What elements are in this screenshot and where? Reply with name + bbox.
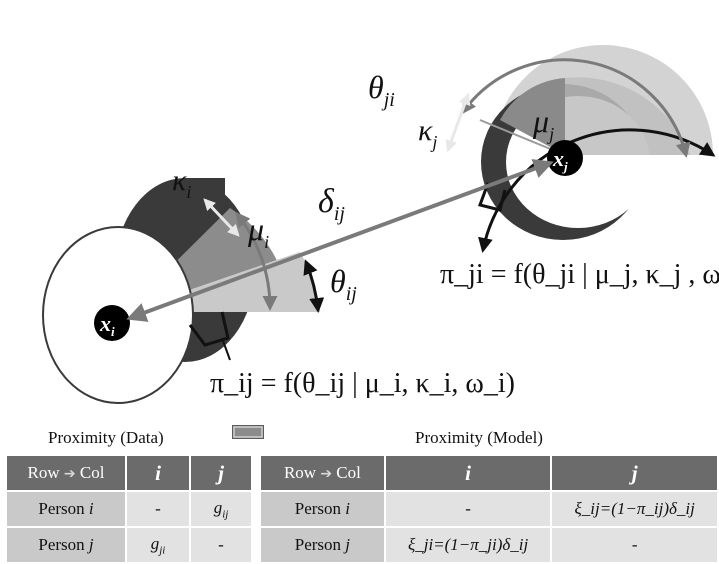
node-j-group — [445, 45, 716, 253]
table-cell: - — [385, 492, 551, 526]
table-cell: - — [127, 492, 189, 526]
row-header: Person j — [7, 528, 125, 562]
col-header-i: i — [385, 456, 551, 490]
corner-header: Row ➔ Col — [7, 456, 125, 490]
table-row: Person j gji - — [7, 528, 251, 562]
col-header-j: j — [191, 456, 251, 490]
proximity-data-table: Row ➔ Col i j Person i - gij Person j gj… — [5, 454, 253, 564]
node-j-label: xj — [552, 146, 568, 174]
table-cell: - — [552, 528, 717, 562]
right-angle-i — [188, 311, 230, 347]
delta-line — [126, 159, 554, 322]
table-model-caption: Proximity (Model) — [415, 428, 543, 447]
node-j — [547, 140, 583, 176]
table-cell: gij — [191, 492, 251, 526]
kappa-j-arrow — [445, 92, 471, 153]
table-row: Person j ξ_ji=(1−π_ji)δ_ij - — [261, 528, 717, 562]
table-cell: ξ_ij=(1−π_ij)δ_ij — [552, 492, 717, 526]
proximity-model-table: Row ➔ Col i j Person i - ξ_ij=(1−π_ij)δ_… — [259, 454, 719, 564]
row-header: Person j — [261, 528, 384, 562]
col-header-j: j — [552, 456, 717, 490]
angle-arc-j-inner — [461, 58, 691, 158]
arrow-right-icon: ➔ — [320, 466, 333, 482]
label-theta-ij: θij — [330, 263, 357, 305]
corner-header: Row ➔ Col — [261, 456, 384, 490]
formula-ij: π_ij = f(θ_ij | μ_i, κ_i, ω_i) — [210, 368, 515, 399]
label-theta-ji: θji — [368, 69, 395, 111]
table-row: Person i - gij — [7, 492, 251, 526]
bracket-i-stem — [221, 337, 231, 361]
node-i — [94, 305, 130, 341]
label-delta-ij: δij — [318, 183, 345, 225]
table-row: Person i - ξ_ij=(1−π_ij)δ_ij — [261, 492, 717, 526]
table-data-caption: Proximity (Data) — [48, 428, 164, 447]
table-cell: - — [191, 528, 251, 562]
table-header-row: Row ➔ Col i j — [261, 456, 717, 490]
label-mu-j: μj — [532, 103, 554, 144]
arrow-right-icon: ➔ — [63, 466, 76, 482]
label-mu-i: μi — [247, 211, 269, 252]
row-header: Person i — [261, 492, 384, 526]
table-header-row: Row ➔ Col i j — [7, 456, 251, 490]
table-cell: gji — [127, 528, 189, 562]
label-kappa-j: κj — [418, 114, 437, 152]
col-header-i: i — [127, 456, 189, 490]
node-i-label: xi — [99, 311, 115, 339]
small-gray-box — [232, 425, 264, 439]
row-header: Person i — [7, 492, 125, 526]
label-kappa-i: κi — [172, 164, 191, 202]
formula-ji: π_ji = f(θ_ji | μ_j, κ_j , ω_j) — [440, 259, 719, 290]
table-cell: ξ_ji=(1−π_ji)δ_ij — [385, 528, 551, 562]
proximity-diagram: xi xj κi μi δij θij θji κj μj π_ji = f(θ… — [42, 45, 719, 404]
